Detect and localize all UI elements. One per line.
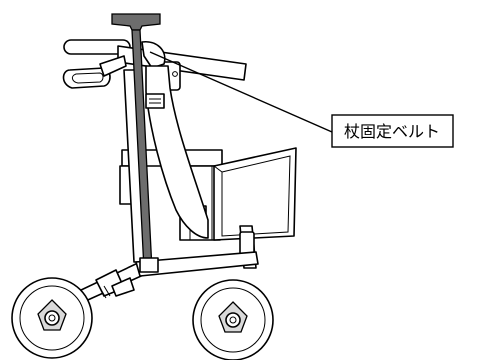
cane-fixing-belt	[139, 40, 209, 273]
callout-label-text: 杖固定ベルト	[344, 122, 440, 141]
basket	[213, 147, 297, 241]
callout-label: 杖固定ベルト	[331, 114, 454, 148]
brake-lever	[62, 55, 127, 89]
rear-wheel	[192, 279, 274, 360]
callout-leader-line	[149, 51, 333, 133]
front-wheel	[11, 277, 93, 359]
main-frame	[59, 69, 259, 309]
